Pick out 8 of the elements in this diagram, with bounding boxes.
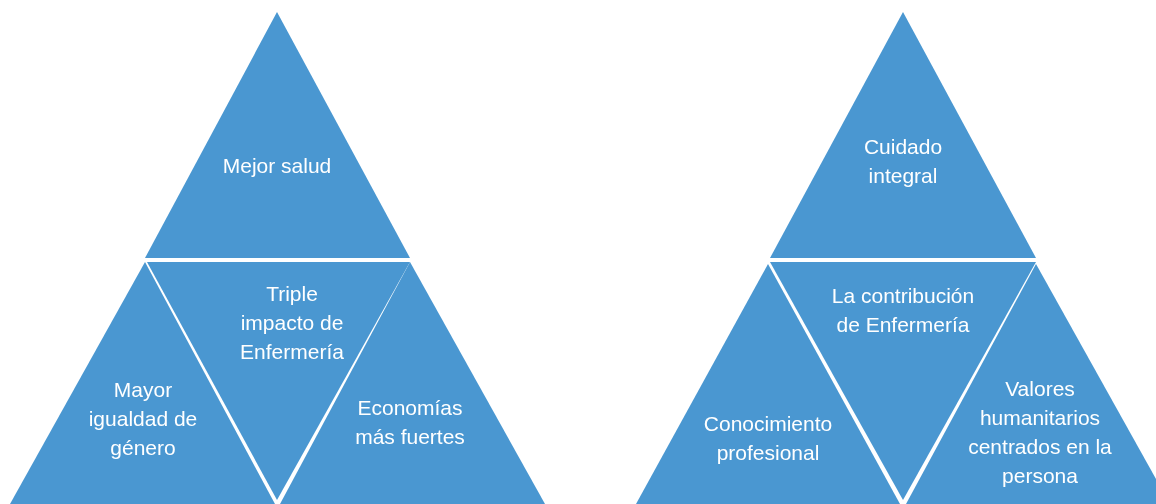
segment-label: Mejor salud: [221, 152, 333, 179]
segment-label: Triple impacto de Enfermería: [239, 280, 345, 365]
segment-label: Valores humanitarios centrados en la persona: [967, 376, 1113, 489]
segment-label: Conocimiento profesional: [702, 411, 834, 466]
segment-label: Mayor igualdad de género: [87, 376, 199, 461]
segment-label: Economías más fuertes: [354, 395, 466, 450]
segment-label: La contribución de Enfermería: [830, 283, 976, 338]
segment-label: Cuidado integral: [862, 134, 944, 189]
